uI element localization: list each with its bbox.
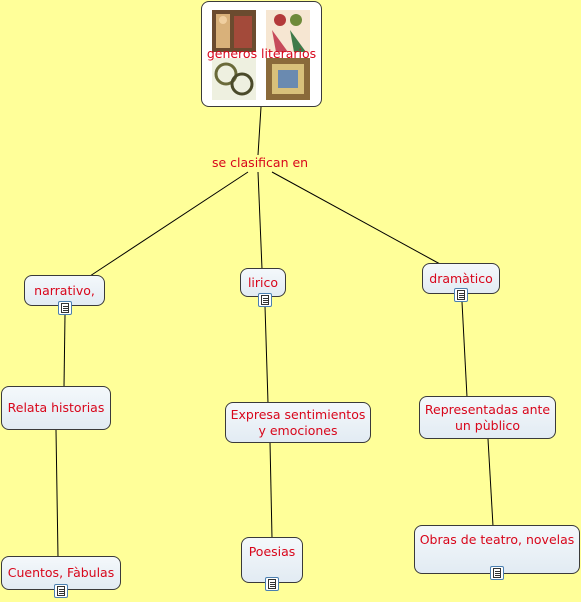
description-node-dramatico[interactable]: Representadas ante un pùblico [419, 396, 556, 439]
link-dramatico-desc [461, 301, 468, 398]
description-node-narrativo[interactable]: Relata historias [1, 386, 111, 430]
link-root-phrase [257, 106, 262, 156]
document-resource-icon[interactable] [490, 566, 504, 580]
document-resource-icon[interactable] [58, 301, 72, 315]
linking-phrase: se clasifican en [210, 155, 311, 171]
description-label-lirico: Expresa sentimientos y emociones [230, 406, 366, 438]
link-phrase-dramatico [271, 171, 441, 265]
link-narrativo-desc [63, 314, 66, 388]
examples-label-narrativo: Cuentos, Fàbulas [7, 565, 115, 580]
document-resource-icon[interactable] [54, 584, 68, 598]
document-resource-icon[interactable] [265, 577, 279, 591]
document-resource-icon[interactable] [454, 288, 468, 302]
genre-label-lirico: lirico [247, 274, 279, 290]
link-phrase-lirico [257, 171, 263, 270]
examples-label-lirico: Poesias [248, 544, 296, 559]
literary-genres-picture [212, 10, 310, 100]
document-resource-icon[interactable] [258, 293, 272, 307]
link-phrase-narrativo [89, 171, 249, 277]
examples-node-dramatico[interactable]: Obras de teatro, novelas [414, 525, 580, 574]
link-lirico-desc [264, 305, 269, 404]
description-label-narrativo: Relata historias [7, 400, 105, 415]
genre-node-lirico[interactable]: lirico [240, 268, 286, 297]
genre-node-narrativo[interactable]: narrativo, [24, 275, 105, 306]
link-dramatico-examples [487, 438, 494, 527]
root-node-label: generos literarios [206, 46, 317, 61]
root-node[interactable]: generos literarios [201, 1, 322, 107]
link-lirico-examples [269, 441, 273, 539]
genre-label-dramatico: dramàtico [429, 270, 493, 286]
genre-label-narrativo: narrativo, [34, 282, 95, 298]
link-narrativo-examples [55, 429, 59, 558]
description-node-lirico[interactable]: Expresa sentimientos y emociones [225, 402, 371, 443]
description-label-dramatico: Representadas ante un pùblico [424, 401, 551, 433]
examples-label-dramatico: Obras de teatro, novelas [419, 532, 575, 547]
